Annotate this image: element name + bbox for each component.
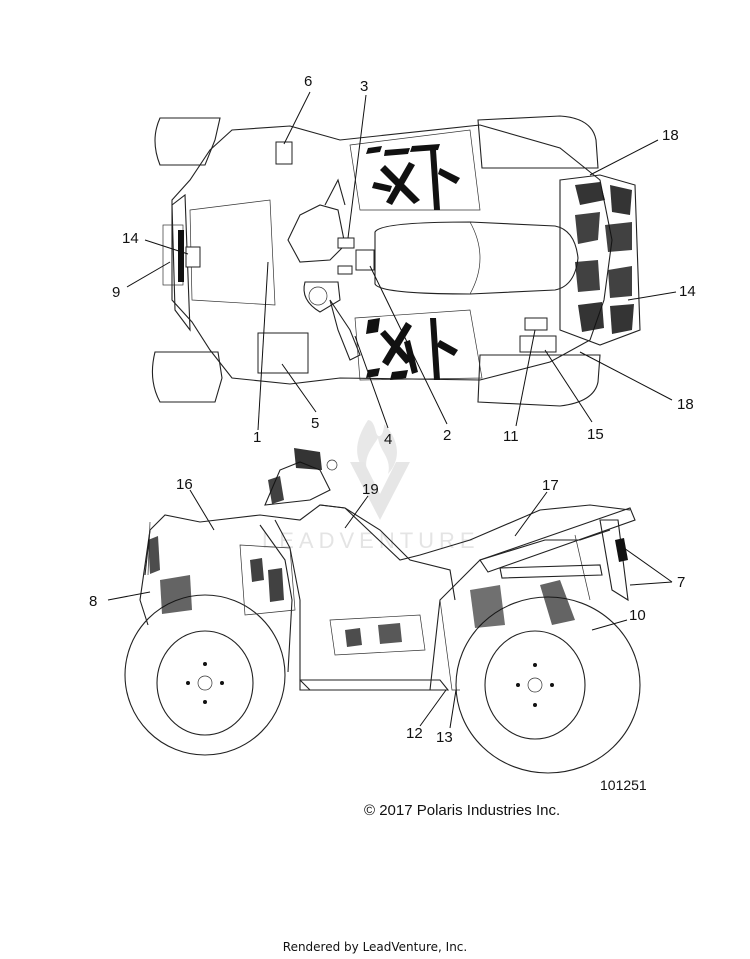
- top-view-callouts: 6 3 18 14 9 14 5 1 4 2 11 15 18: [112, 73, 696, 448]
- body-outline: [171, 124, 613, 385]
- right-footwell-graphics: [366, 318, 458, 380]
- steering-head: [287, 204, 346, 263]
- main-frame: [274, 519, 461, 691]
- figure-number: 101251: [600, 777, 647, 793]
- callout-12: 12: [406, 725, 423, 742]
- front-right-tire: [151, 351, 223, 403]
- seat-seam: [469, 221, 481, 295]
- callout-9: 9: [112, 284, 120, 301]
- copyright-notice: © 2017 Polaris Industries Inc.: [364, 802, 561, 819]
- decal-15: [519, 335, 557, 353]
- front-fascia: [171, 193, 191, 332]
- callout-11: 11: [503, 428, 519, 445]
- atv-side-view: [124, 448, 641, 774]
- atv-top-view: [151, 115, 641, 407]
- rear-wheel-rim: [484, 630, 586, 740]
- rear-rack-graphics: [575, 182, 634, 334]
- callout-1: 1: [253, 429, 261, 446]
- callout-18-bottom: 18: [677, 396, 694, 413]
- engine-detail: [147, 521, 575, 656]
- fuel-cap: [303, 281, 341, 313]
- callout-5: 5: [311, 415, 319, 432]
- seat: [374, 221, 579, 295]
- callout-19: 19: [362, 481, 379, 498]
- decal-6: [275, 141, 293, 165]
- left-grip: [324, 178, 346, 206]
- left-footwell: [349, 129, 481, 211]
- side-panel-edge: [319, 504, 456, 601]
- callout-18-top: 18: [662, 127, 679, 144]
- decal-5: [257, 332, 309, 374]
- right-grip: [329, 299, 361, 361]
- callout-6: 6: [304, 73, 312, 90]
- left-footwell-graphics: [366, 144, 460, 210]
- callout-17: 17: [542, 477, 559, 494]
- rear-hub: [527, 677, 543, 693]
- decal-3: [337, 237, 355, 249]
- right-footwell: [354, 309, 483, 381]
- handlebar-assembly: [264, 448, 338, 506]
- front-wheel-tire: [124, 594, 286, 756]
- fuel-cap-ring: [308, 286, 328, 306]
- callout-7: 7: [677, 574, 685, 591]
- rear-mudflap: [439, 599, 460, 691]
- callout-14-right: 14: [679, 283, 696, 300]
- rendered-by-footer: Rendered by LeadVenture, Inc.: [282, 940, 468, 954]
- front-fascia-side: [139, 529, 151, 626]
- front-hub: [197, 675, 213, 691]
- front-rack: [189, 199, 276, 306]
- decal-2: [355, 249, 375, 271]
- callout-10: 10: [629, 607, 646, 624]
- callout-14-left: 14: [122, 230, 139, 247]
- footrest: [299, 679, 450, 691]
- rear-fender-edge: [459, 529, 611, 581]
- rear-left-tire: [477, 115, 599, 169]
- side-rear-rack: [479, 507, 636, 602]
- side-view-callouts: 16 19 17 8 7 10 12 13: [89, 476, 685, 746]
- callout-15: 15: [587, 426, 604, 443]
- front-grille-decal: [178, 230, 184, 282]
- callout-2: 2: [443, 427, 451, 444]
- decal-14-front: [185, 246, 201, 268]
- callout-13: 13: [436, 729, 453, 746]
- front-wheel-rim: [156, 630, 254, 736]
- callout-8: 8: [89, 593, 97, 610]
- front-left-tire: [154, 117, 221, 166]
- decal-11: [524, 317, 548, 331]
- front-fender-edge: [259, 524, 293, 673]
- callout-3: 3: [360, 78, 368, 95]
- rear-right-tire: [477, 354, 601, 407]
- decal-2a: [337, 265, 353, 275]
- callout-16: 16: [176, 476, 193, 493]
- callout-4: 4: [384, 431, 392, 448]
- rear-rack: [559, 174, 641, 346]
